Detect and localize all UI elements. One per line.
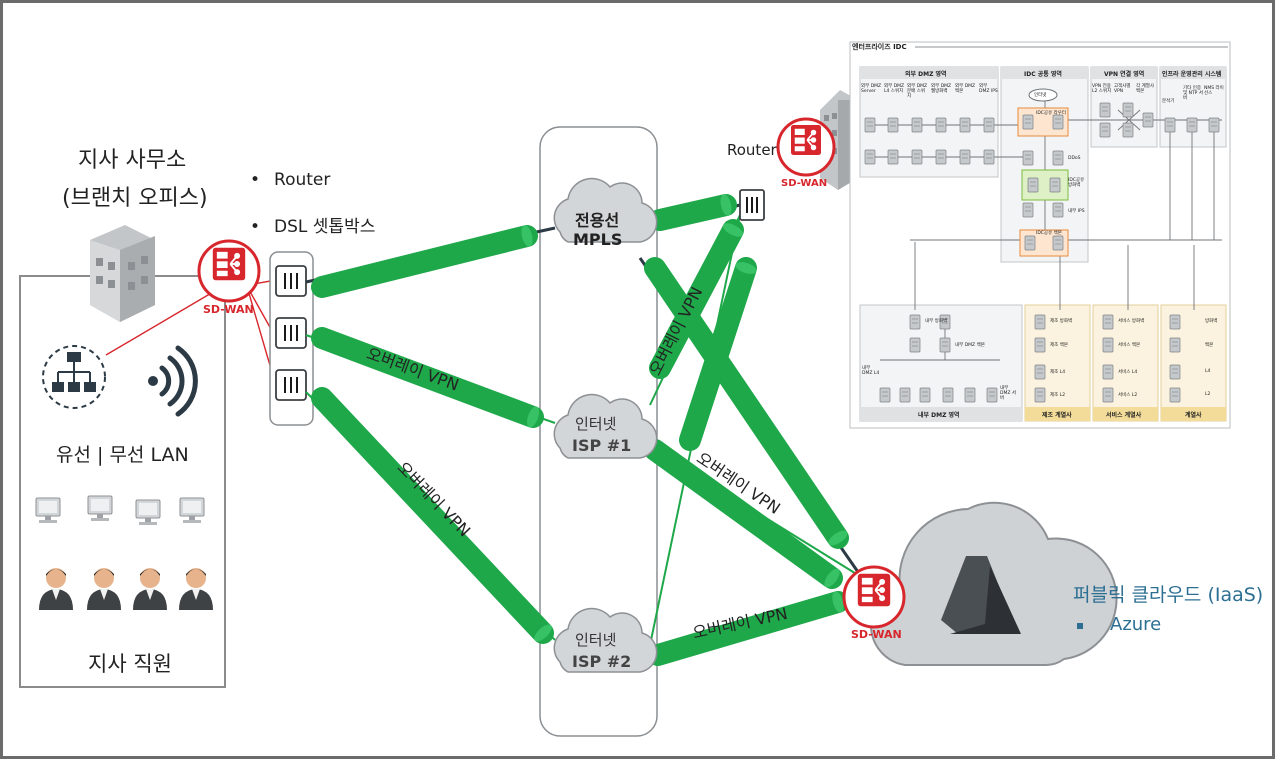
isp2-cloud-icon	[553, 607, 658, 673]
azure-logo-icon	[941, 556, 1021, 634]
pc-icon	[179, 497, 205, 524]
zone-vpn: VPN 연결 영역	[1104, 71, 1145, 78]
common-item-label: IDC공유 라우터	[1036, 111, 1067, 116]
int-item-label: 내부 방화벽	[925, 319, 948, 324]
ext-col-label: 외부 DMZ IPS	[979, 84, 998, 94]
zone-external-dmz: 외부 DMZ 영역	[905, 71, 947, 78]
edge-appliances	[269, 251, 314, 426]
idc-title: 엔터프라이즈 IDC	[852, 43, 907, 51]
aff-item-label: L4	[1205, 369, 1211, 374]
ext-col-label: 외부 DMZ 웹방화벽	[931, 84, 952, 94]
mfg-item-label: 제조 L2	[1050, 393, 1066, 398]
azure-bullet-icon	[1077, 623, 1083, 629]
isp1-label-line1: 인터넷	[575, 415, 617, 433]
zone-infra: 인프라 운영관리 시스템	[1162, 71, 1222, 78]
ext-col-label: 외부 DMZ L4 스위치	[884, 84, 905, 94]
branch-office-box	[19, 275, 226, 688]
edge-bullet-dsl: DSL 셋톱박스	[250, 212, 375, 237]
infra-col-label: NMS 라이선스	[1204, 86, 1224, 96]
pc-icon	[135, 499, 161, 526]
vpn-col-label: 각 계열사 백본	[1136, 84, 1154, 94]
common-item-label: 내부 IPS	[1068, 209, 1085, 214]
idc-sdwan-label: SD-WAN	[781, 178, 828, 189]
azure-label: Azure	[1110, 614, 1162, 635]
branch-building-icon	[90, 225, 155, 322]
zone-affiliate: 계열사	[1185, 412, 1202, 419]
branch-sdwan-icon	[197, 239, 261, 303]
int-item-label: 내부 DMZ 서버	[1000, 386, 1017, 401]
isp2-label-line2: ISP #2	[572, 652, 632, 671]
branch-office-title: 지사 사무소	[78, 148, 187, 173]
idc-router-label: Router	[727, 141, 777, 159]
zone-internal-dmz: 내부 DMZ 영역	[918, 412, 960, 419]
zone-manufacturing: 제조 계열사	[1042, 412, 1072, 419]
wireless-icon	[148, 345, 198, 417]
mpls-cloud-icon	[553, 177, 658, 243]
isp1-cloud-icon	[553, 393, 658, 459]
infra-col-label: 분석기	[1162, 99, 1175, 104]
lan-label: 유선 | 무선 LAN	[56, 444, 189, 466]
mfg-item-label: 제조 L4	[1050, 370, 1066, 375]
int-item-label: 내부 DMZ 백본	[955, 343, 985, 348]
ext-col-label: 외부 DMZ 백본	[955, 84, 976, 94]
lan-network-icon	[42, 345, 106, 409]
staff-person-icon	[133, 568, 167, 610]
staff-person-icon	[179, 568, 213, 610]
ext-col-label: 외부 DMZ Server	[861, 84, 882, 94]
isp2-label-line1: 인터넷	[575, 631, 617, 649]
branch-office-subtitle: (브랜치 오피스)	[62, 186, 208, 211]
mpls-label-line1: 전용선	[575, 211, 620, 230]
staff-person-icon	[87, 568, 121, 610]
svc-item-label: 서비스 방화벽	[1118, 319, 1145, 324]
zone-idc-common: IDC 공통 영역	[1024, 71, 1062, 78]
mpls-label-line2: MPLS	[573, 230, 623, 249]
pc-icon	[35, 497, 61, 524]
vpn-tunnels	[311, 194, 849, 666]
aff-item-label: 방화벽	[1205, 319, 1218, 324]
common-item-label: IDC공유 방화벽	[1068, 178, 1085, 188]
infra-col-label: 기타 인증 및 NTP 서버	[1183, 86, 1203, 101]
aff-item-label: 백본	[1205, 343, 1214, 348]
idc-detail-panel	[849, 41, 1231, 429]
svc-item-label: 서비스 L4	[1118, 370, 1138, 375]
common-item-label: 인터넷	[1034, 93, 1047, 98]
common-item-label: IDC공유 백본	[1036, 231, 1062, 236]
aff-item-label: L2	[1205, 392, 1211, 397]
carrier-network-box	[539, 126, 658, 737]
common-item-label: DDoS	[1068, 156, 1081, 161]
ext-col-label: 외부 DMZ 분배 스위치	[907, 84, 928, 99]
vpn-col-label: VPN 전용 L2 스위치	[1092, 84, 1112, 94]
idc-router-icon	[739, 189, 765, 221]
branch-sdwan-label: SD-WAN	[203, 303, 254, 316]
idc-sdwan-icon	[776, 117, 836, 177]
mfg-item-label: 제조 방화벽	[1050, 319, 1073, 324]
isp1-label-line2: ISP #1	[572, 436, 632, 455]
svc-item-label: 서비스 L2	[1118, 393, 1138, 398]
staff-person-icon	[39, 568, 73, 610]
svc-item-label: 서비스 백본	[1118, 343, 1141, 348]
staff-label: 지사 직원	[88, 652, 172, 676]
public-cloud-title: 퍼블릭 클라우드 (IaaS)	[1073, 584, 1264, 606]
edge-bullet-router: Router	[250, 170, 330, 190]
mfg-item-label: 제조 백본	[1050, 343, 1068, 348]
vpn-col-label: 고객사별 VPN	[1114, 84, 1131, 94]
pc-icon	[87, 495, 113, 522]
cloud-sdwan-label: SD-WAN	[851, 628, 902, 641]
int-item-label: 내부 DMZ L4	[862, 366, 880, 376]
cloud-sdwan-icon	[842, 565, 906, 629]
zone-service: 서비스 계열사	[1106, 412, 1142, 419]
